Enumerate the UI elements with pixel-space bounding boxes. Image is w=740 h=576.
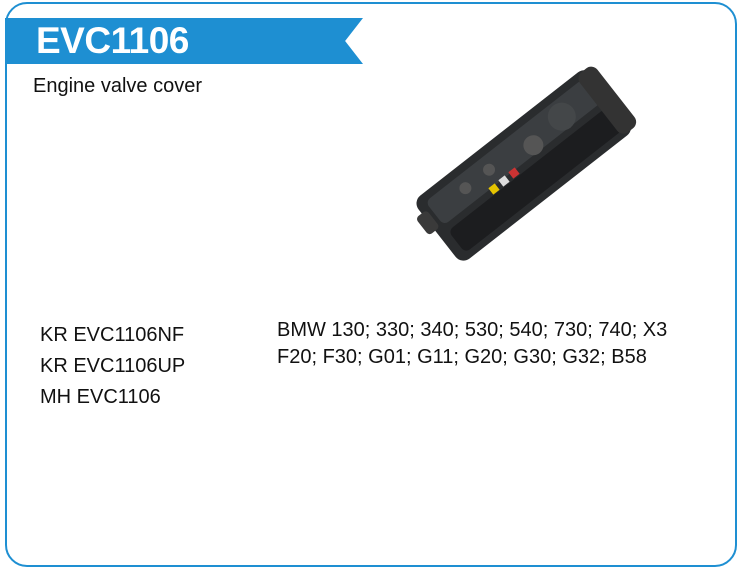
product-image <box>416 66 637 261</box>
product-title: EVC1106 <box>36 20 189 61</box>
application-line: BMW 130; 330; 340; 530; 540; 730; 740; X… <box>277 319 668 341</box>
applications-list: BMW 130; 330; 340; 530; 540; 730; 740; X… <box>277 317 667 371</box>
application-line: F20; F30; G01; G11; G20; G30; G32; B58 <box>277 346 647 368</box>
product-subtitle: Engine valve cover <box>33 75 202 97</box>
cross-reference-item: MH EVC1106 <box>40 386 161 408</box>
cross-reference-item: KR EVC1106NF <box>40 324 185 346</box>
cross-reference-item: KR EVC1106UP <box>40 355 186 377</box>
product-card <box>5 2 737 567</box>
title-banner <box>5 18 363 64</box>
cross-reference-list: KR EVC1106NF KR EVC1106UP MH EVC1106 <box>40 320 185 413</box>
